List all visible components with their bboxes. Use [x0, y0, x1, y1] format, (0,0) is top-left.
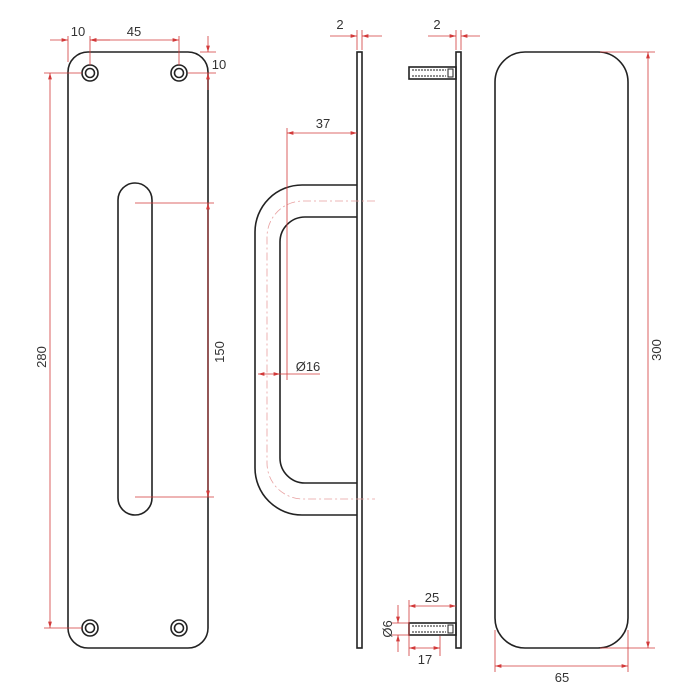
dim-edge-offset: 10: [71, 24, 85, 39]
side-plate: [356, 51, 363, 649]
back-view: 300 65: [494, 51, 664, 685]
screw-holes: [81, 64, 188, 637]
dim-side-plate-thickness: 2: [336, 17, 343, 32]
dim-slot-length: 150: [212, 341, 227, 363]
front-plate: [67, 51, 209, 649]
fixing-bolt-top: [408, 66, 457, 80]
handle-slot: [117, 182, 153, 516]
back-dimensions: [494, 51, 655, 672]
front-view: 10 45 10 280 150: [34, 24, 227, 649]
side-view: 2 37 Ø16: [254, 17, 382, 649]
fixing-dimensions: [392, 30, 480, 656]
back-plate: [494, 51, 629, 649]
side-dimensions: [258, 30, 382, 380]
fixing-view: 2 25 17 Ø6: [380, 17, 480, 667]
dim-back-width: 65: [555, 670, 569, 685]
dim-bar-diameter: Ø16: [296, 359, 321, 374]
dim-hole-vertical: 280: [34, 346, 49, 368]
dim-fixing-plate-thickness: 2: [433, 17, 440, 32]
dim-bolt-length: 25: [425, 590, 439, 605]
dim-handle-projection: 37: [316, 116, 330, 131]
dim-thread-length: 17: [418, 652, 432, 667]
handle-centerline: [266, 200, 375, 500]
handle-bar: [254, 184, 357, 516]
dim-bolt-diameter: Ø6: [380, 620, 395, 637]
dim-back-height: 300: [649, 339, 664, 361]
fixing-bolt-bottom: [408, 622, 457, 636]
front-dimensions: [44, 36, 216, 629]
dim-hole-spacing: 45: [127, 24, 141, 39]
dim-top-offset: 10: [212, 57, 226, 72]
fixing-plate: [455, 51, 462, 649]
